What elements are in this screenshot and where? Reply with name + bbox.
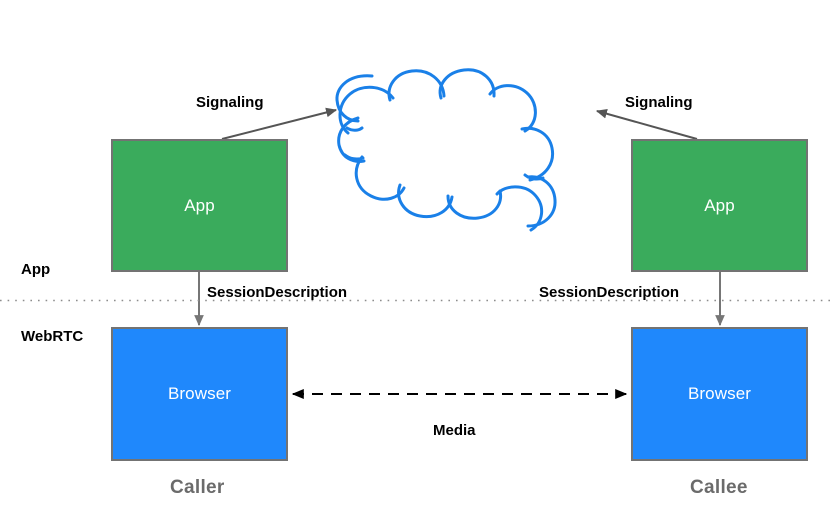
caller-app-label: App <box>184 195 215 215</box>
callee-app-label: App <box>704 195 735 215</box>
edge-label-media: Media <box>433 422 476 439</box>
edge-label-caller-session: SessionDescription <box>207 284 348 301</box>
callee-app-box[interactable]: App <box>631 139 808 272</box>
cloud-icon <box>335 68 557 232</box>
callee-browser-label: Browser <box>687 384 752 403</box>
caller-browser-box[interactable]: Browser <box>111 327 288 461</box>
actor-label-caller: Caller <box>170 477 225 498</box>
edge-label-caller-signaling: Signaling <box>196 94 264 111</box>
callee-browser-box[interactable]: Browser <box>631 327 808 461</box>
edge-label-callee-session: SessionDescription <box>539 284 680 301</box>
edge-caller-signaling <box>221 107 338 140</box>
edge-callee-signaling <box>595 109 698 140</box>
actor-label-callee: Callee <box>690 477 748 498</box>
caller-browser-label: Browser <box>167 384 232 403</box>
edge-label-callee-signaling: Signaling <box>625 94 693 111</box>
caller-app-box[interactable]: App <box>111 139 288 272</box>
layer-label-webrtc: WebRTC <box>21 328 84 345</box>
layer-label-app: App <box>21 261 51 278</box>
